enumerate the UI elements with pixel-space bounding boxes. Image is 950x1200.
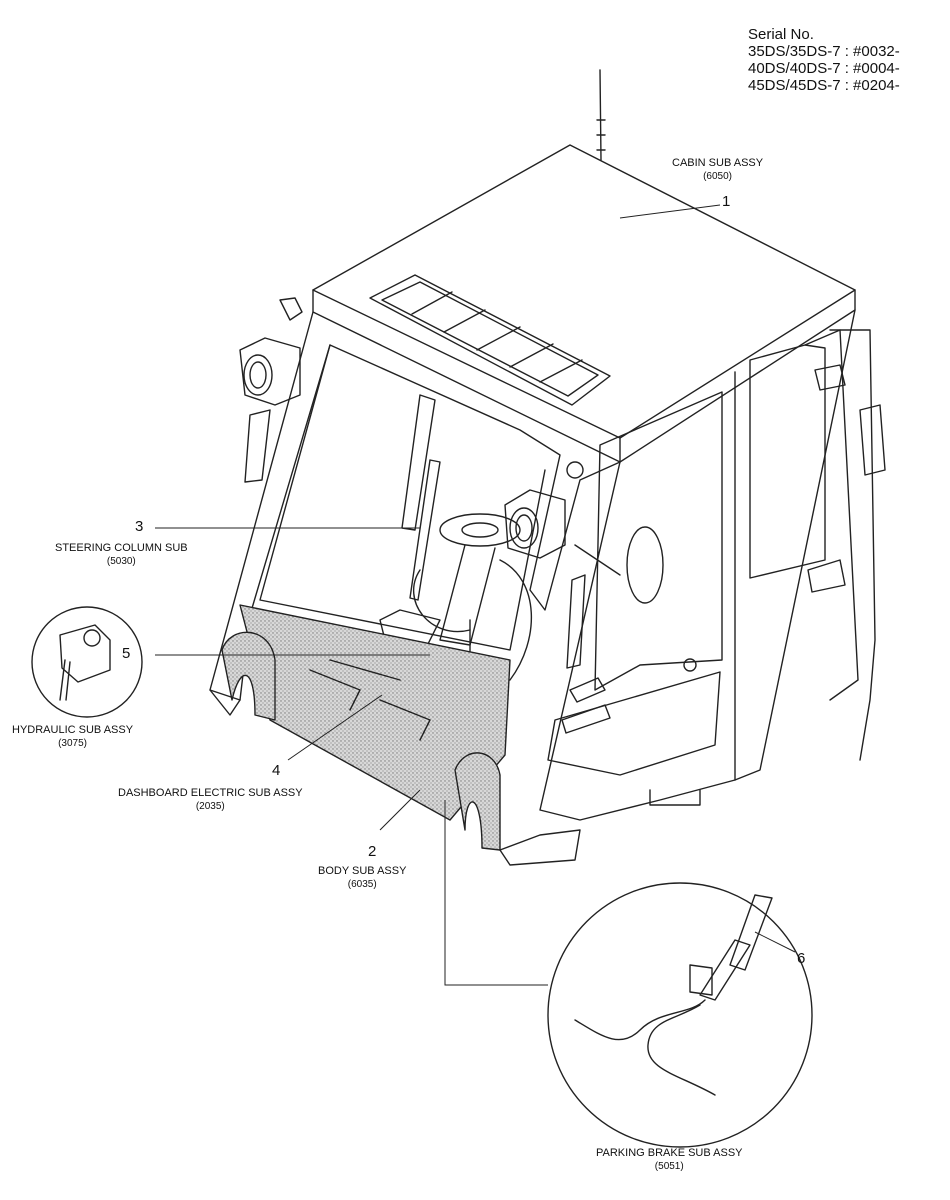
part-ref-2: 2 (368, 843, 377, 860)
windshield-frame (209, 311, 621, 716)
detail-circle-hydraulic (31, 606, 143, 718)
cabin-door (539, 309, 859, 821)
part-ref-4: 4 (272, 762, 281, 779)
part-label-hydraulic: HYDRAULIC SUB ASSY (3075) (12, 724, 133, 750)
part-code: (6035) (347, 879, 377, 890)
part-name: CABIN SUB ASSY (672, 157, 764, 169)
serial-heading: Serial No. (748, 26, 814, 43)
part-label-body: BODY SUB ASSY (6035) (318, 865, 406, 891)
cabin-roof (312, 144, 856, 463)
part-label-parking-brake: PARKING BRAKE SUB ASSY (5051) (596, 1147, 743, 1173)
part-label-dashboard: DASHBOARD ELECTRIC SUB ASSY (2035) (118, 787, 303, 813)
part-name: STEERING COLUMN SUB (55, 542, 188, 554)
part-ref-5: 5 (122, 645, 131, 662)
serial-line: 35DS/35DS-7 : #0032- (748, 43, 900, 60)
work-light-left (239, 297, 303, 483)
leader-lines (155, 204, 796, 986)
serial-number-block: Serial No. 35DS/35DS-7 : #0032- 40DS/40D… (748, 26, 900, 94)
wiper (401, 394, 441, 601)
serial-line: 45DS/45DS-7 : #0204- (748, 77, 900, 94)
antenna (596, 69, 606, 161)
part-ref-1: 1 (722, 193, 731, 210)
part-code: (2035) (195, 801, 225, 812)
part-label-cabin: CABIN SUB ASSY (6050) (672, 157, 763, 183)
part-name: HYDRAULIC SUB ASSY (12, 724, 134, 736)
part-code: (5051) (654, 1161, 684, 1172)
part-label-steering: STEERING COLUMN SUB (5030) (55, 542, 188, 568)
cabin-rear (649, 329, 886, 806)
serial-line: 40DS/40DS-7 : #0004- (748, 60, 900, 77)
body-panel (221, 604, 581, 866)
part-name: DASHBOARD ELECTRIC SUB ASSY (118, 787, 303, 799)
work-light-right (504, 461, 584, 559)
part-name: PARKING BRAKE SUB ASSY (596, 1147, 743, 1159)
part-code: (5030) (106, 556, 136, 567)
part-code: (3075) (58, 738, 87, 749)
part-ref-3: 3 (135, 518, 144, 535)
detail-circle-parking-brake (547, 882, 813, 1148)
part-ref-6: 6 (797, 950, 806, 967)
part-code: (6050) (703, 171, 732, 182)
part-name: BODY SUB ASSY (318, 865, 407, 877)
